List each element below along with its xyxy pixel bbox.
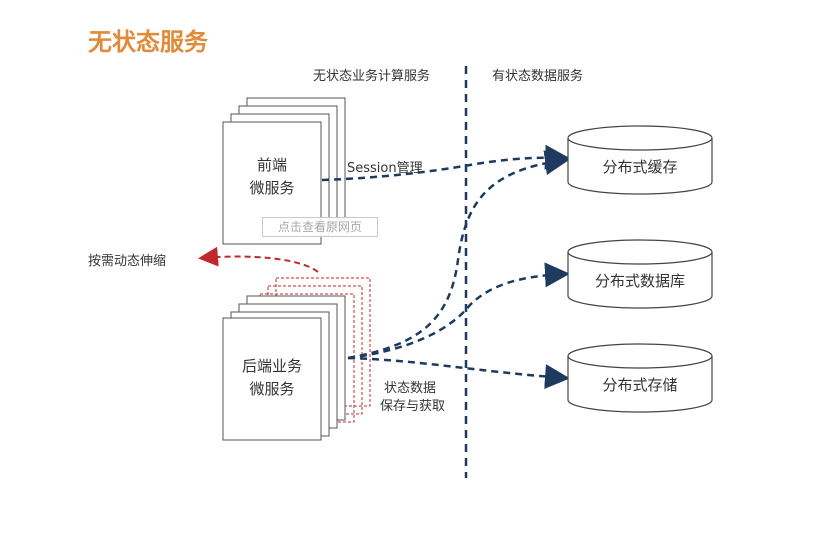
backend-to-cache-arrow [347,150,570,360]
frontend-label-line2: 微服务 [249,179,294,197]
backend-stack [222,277,371,441]
store-cache-label: 分布式缓存 [602,158,677,176]
backend-to-storage-arrow [347,356,570,390]
scale-label: 按需动态伸缩 [88,253,166,269]
state-label-line2: 保存与获取 [380,399,445,414]
session-label: Session管理 [347,161,423,176]
left-column-header: 无状态业务计算服务 [313,68,430,84]
store-cache [567,125,713,195]
scale-arrow [198,246,319,273]
store-database-label: 分布式数据库 [595,272,685,290]
page-title: 无状态服务 [88,28,209,56]
backend-to-database-arrow [347,262,570,360]
store-storage [567,343,713,413]
backend-label-line1: 后端业务 [242,357,302,375]
right-column-header: 有状态数据服务 [492,68,583,84]
frontend-stack [222,97,346,245]
view-original-button[interactable]: 点击查看原网页 [262,217,378,237]
state-label-line1: 状态数据 [384,381,436,396]
backend-label-line2: 微服务 [249,380,294,398]
store-database [567,239,713,309]
frontend-label-line1: 前端 [257,156,287,174]
store-storage-label: 分布式存储 [602,376,677,394]
